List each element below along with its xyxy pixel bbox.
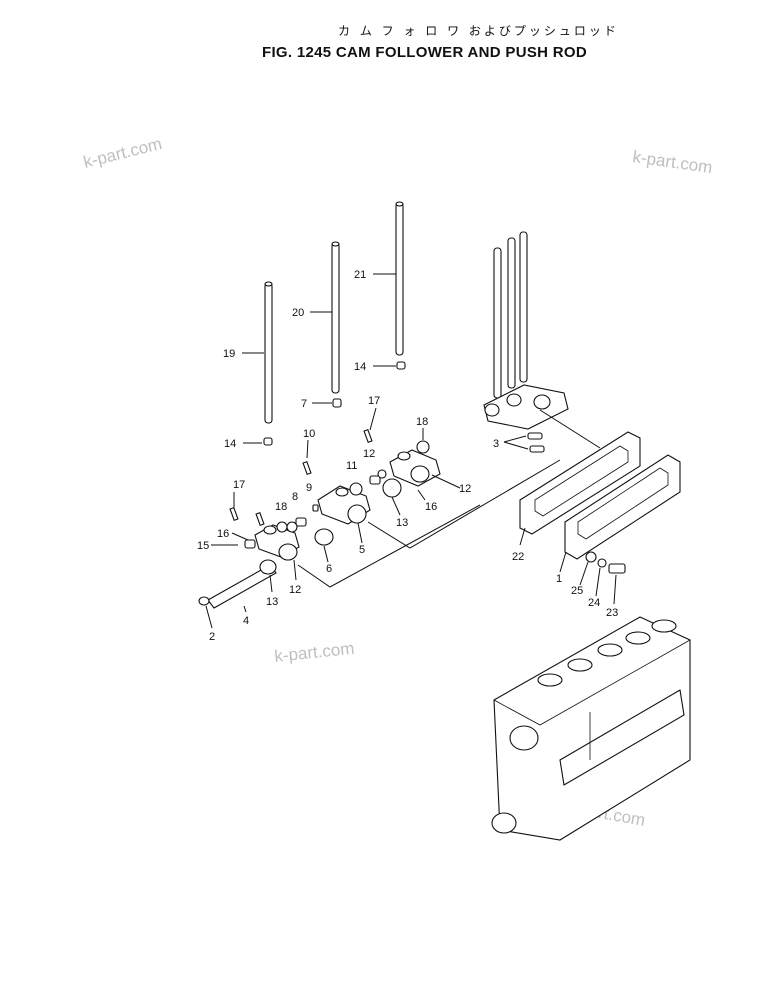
callout-22: 22	[512, 551, 524, 563]
bolt-23	[608, 563, 626, 574]
callout-14-left: 14	[224, 438, 236, 450]
washer-25	[585, 551, 597, 563]
callout-3: 3	[493, 438, 499, 450]
callout-16-right: 16	[425, 501, 437, 513]
callout-11: 11	[346, 460, 357, 472]
figure-title: FIG. 1245 CAM FOLLOWER AND PUSH ROD	[262, 44, 587, 61]
callout-14-right: 14	[354, 361, 366, 373]
watermark: k-part.com	[81, 134, 164, 172]
push-rod-19	[264, 281, 273, 424]
callout-7: 7	[301, 398, 307, 410]
callout-20: 20	[292, 307, 304, 319]
callout-2: 2	[209, 631, 215, 643]
callout-4: 4	[243, 615, 249, 627]
cam-follower-middle	[286, 460, 371, 546]
watermark: k-part.com	[273, 639, 355, 666]
callout-24: 24	[588, 597, 600, 609]
cap-14-right	[396, 361, 406, 370]
callout-9: 9	[306, 482, 312, 494]
callout-12-right: 12	[459, 483, 471, 495]
callout-17-left: 17	[233, 479, 245, 491]
cover-1	[564, 454, 681, 560]
bolts-3	[527, 432, 545, 453]
callout-6: 6	[326, 563, 332, 575]
callout-19: 19	[223, 348, 235, 360]
callout-23: 23	[606, 607, 618, 619]
callout-13-left: 13	[266, 596, 278, 608]
callout-18-right: 18	[416, 416, 428, 428]
callout-12-middle: 12	[363, 448, 375, 460]
callout-17-right: 17	[368, 395, 380, 407]
cap-14-left	[263, 437, 273, 446]
gasket-22	[519, 431, 641, 535]
follower-shaft-4	[198, 564, 277, 609]
push-rod-21	[395, 201, 404, 356]
callout-5: 5	[359, 544, 365, 556]
washer-24	[597, 558, 607, 568]
callout-12-left: 12	[289, 584, 301, 596]
callout-8: 8	[292, 491, 298, 503]
callout-25: 25	[571, 585, 583, 597]
callout-15: 15	[197, 540, 209, 552]
callout-labels: 1 2 3 4 5 6 7 8 9 10 11 12 12 12 13 13 1…	[197, 269, 618, 643]
callout-21: 21	[354, 269, 366, 281]
cam-follower-left	[244, 511, 300, 575]
push-rod-20	[331, 241, 340, 394]
callout-16-left: 16	[217, 528, 229, 540]
leader-lines	[205, 273, 617, 629]
callout-1: 1	[556, 573, 562, 585]
engine-block-illustration	[491, 616, 691, 841]
watermark: k-part.com	[631, 147, 713, 177]
cap-7	[332, 398, 342, 408]
assembled-follower-unit	[483, 231, 569, 430]
title-japanese: カ ム フ ォ ロ ワ およびプッシュロッド	[338, 24, 619, 38]
callout-13-right: 13	[396, 517, 408, 529]
cam-follower-right	[229, 428, 441, 522]
callout-18-left: 18	[275, 501, 287, 513]
callout-10: 10	[303, 428, 315, 440]
